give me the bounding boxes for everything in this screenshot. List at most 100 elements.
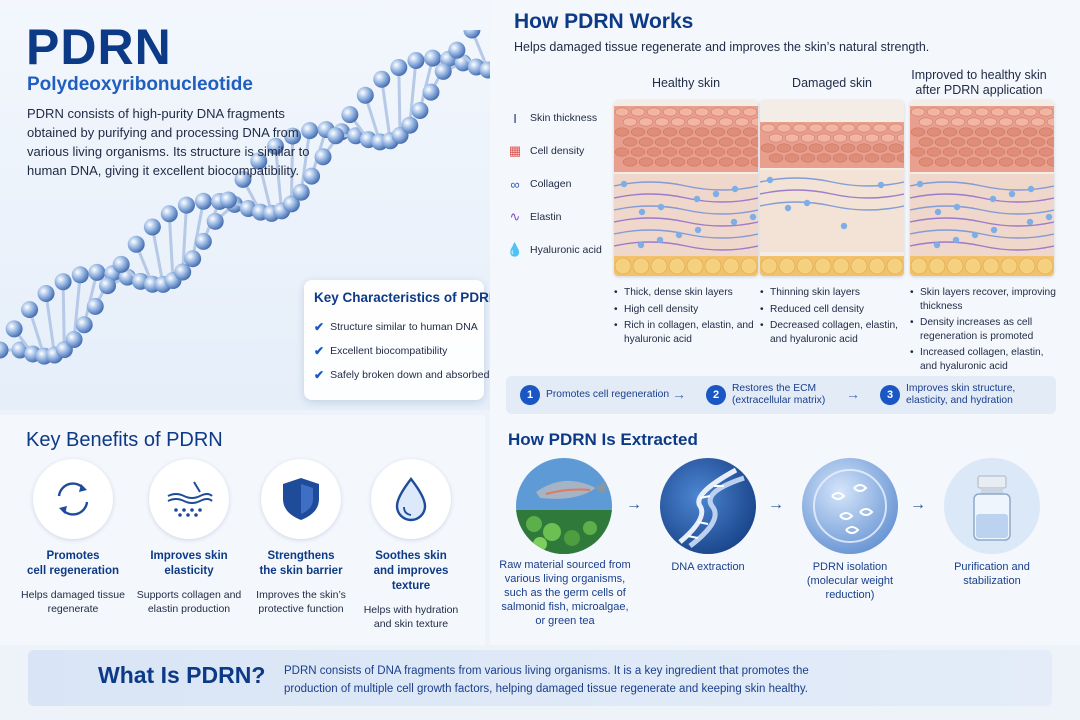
- characteristic-item: ✔ Safely broken down and absorbed: [314, 363, 489, 387]
- helix-bead: [71, 266, 89, 284]
- skin-cell: [848, 153, 864, 163]
- skin-cell: [710, 107, 726, 117]
- helix-bead: [65, 330, 83, 348]
- helix-bead: [422, 83, 440, 101]
- fat-cell: [1000, 257, 1018, 275]
- arrow-right-icon: →: [626, 496, 642, 513]
- legend-item: ∞ Collagen: [504, 174, 614, 194]
- characteristic-label: Excellent biocompatibility: [330, 345, 448, 357]
- benefit-description: Helps damaged tissue regenerate: [21, 589, 125, 615]
- skin-cell: [742, 127, 758, 137]
- salmon-algae-image: [516, 458, 612, 554]
- skin-cell: [880, 153, 896, 163]
- arrow-right-icon: →: [846, 386, 860, 402]
- step-number: 3: [880, 385, 900, 405]
- skin-cell: [784, 153, 800, 163]
- page-subtitle: Polydeoxyribonucleotide: [27, 74, 253, 95]
- skin-cell: [1006, 127, 1022, 137]
- skin-cell: [918, 117, 934, 127]
- hyaluronic-droplet: [620, 180, 628, 188]
- skin-cell: [816, 133, 832, 143]
- skin-cell: [1038, 107, 1054, 117]
- fat-cell: [668, 257, 686, 275]
- helix-bead: [99, 277, 117, 295]
- fat-cell: [946, 257, 964, 275]
- skin-cell: [1022, 127, 1038, 137]
- skin-cell: [910, 147, 926, 157]
- fat-cell: [650, 257, 668, 275]
- skin-cell: [926, 107, 942, 117]
- extraction-step-label: DNA extraction: [671, 561, 745, 573]
- helix-bead: [194, 192, 212, 210]
- hyaluronic-droplet: [766, 176, 774, 184]
- skin-cell: [1014, 117, 1030, 127]
- skin-cell: [622, 137, 638, 147]
- skin-cell: [840, 123, 856, 133]
- hyaluronic-droplet: [933, 241, 941, 249]
- legend-item: I Skin thickness: [504, 108, 614, 128]
- skin-cell: [1046, 157, 1054, 167]
- skin-cell: [638, 157, 654, 167]
- helix-rung: [191, 201, 205, 259]
- skin-cell: [702, 117, 718, 127]
- healthy-skin-bullets: Thick, dense skin layers High cell densi…: [614, 286, 760, 349]
- skin-cell: [792, 143, 808, 153]
- droplet-icon: 💧: [506, 242, 524, 257]
- skin-cell: [848, 133, 864, 143]
- helix-bead: [174, 263, 192, 281]
- collagen-fiber: [910, 205, 1054, 215]
- skin-cell: [808, 123, 824, 133]
- helix-bead: [303, 167, 321, 185]
- hyaluronic-droplet: [989, 195, 997, 203]
- fat-cell: [1018, 257, 1036, 275]
- step-label-line: (extracellular matrix): [732, 395, 826, 406]
- skin-cell: [966, 137, 982, 147]
- skin-cell: [958, 127, 974, 137]
- skin-cell: [926, 147, 942, 157]
- skin-cell: [1022, 107, 1038, 117]
- skin-cell: [824, 143, 840, 153]
- fat-cell: [814, 257, 832, 275]
- check-icon: ✔: [314, 368, 325, 382]
- skin-cell: [776, 123, 792, 133]
- helix-rung: [257, 160, 273, 214]
- hyaluronic-droplet: [749, 213, 757, 221]
- helix-bead: [250, 152, 268, 170]
- helix-rung: [380, 79, 392, 141]
- skin-cell: [702, 157, 718, 167]
- hyaluronic-droplet: [1008, 190, 1016, 198]
- check-icon: ✔: [314, 320, 325, 334]
- fragments-sphere-image: [802, 458, 898, 554]
- skin-cell: [694, 147, 710, 157]
- dna-helix-illustration: [0, 30, 490, 365]
- bullet-item: High cell density: [614, 303, 760, 317]
- helix-bead: [327, 127, 345, 145]
- fat-layer: [910, 256, 1054, 276]
- skin-cell: [686, 157, 702, 167]
- fat-cell: [886, 257, 904, 275]
- skin-cell: [816, 153, 832, 163]
- step-label-line: elasticity, and hydration: [906, 395, 1013, 406]
- helix-bead: [127, 235, 145, 253]
- skin-cell: [998, 117, 1014, 127]
- skin-cell: [622, 117, 638, 127]
- skin-cell: [800, 153, 816, 163]
- helix-bead: [356, 86, 374, 104]
- skin-cell: [678, 127, 694, 137]
- skin-cell: [990, 127, 1006, 137]
- helix-bead: [292, 183, 310, 201]
- helix-bead: [37, 285, 55, 303]
- skin-cell: [1022, 147, 1038, 157]
- skin-cell: [926, 127, 942, 137]
- bullet-item: Density increases as cell regeneration i…: [910, 316, 1056, 343]
- bullet-item: Thinning skin layers: [760, 286, 906, 300]
- hyaluronic-droplet: [1027, 185, 1035, 193]
- extraction-title: How PDRN Is Extracted: [508, 430, 698, 449]
- skin-cell: [646, 147, 662, 157]
- works-title: How PDRN Works: [514, 10, 694, 33]
- skin-cell: [768, 133, 784, 143]
- skin-cell: [646, 107, 662, 117]
